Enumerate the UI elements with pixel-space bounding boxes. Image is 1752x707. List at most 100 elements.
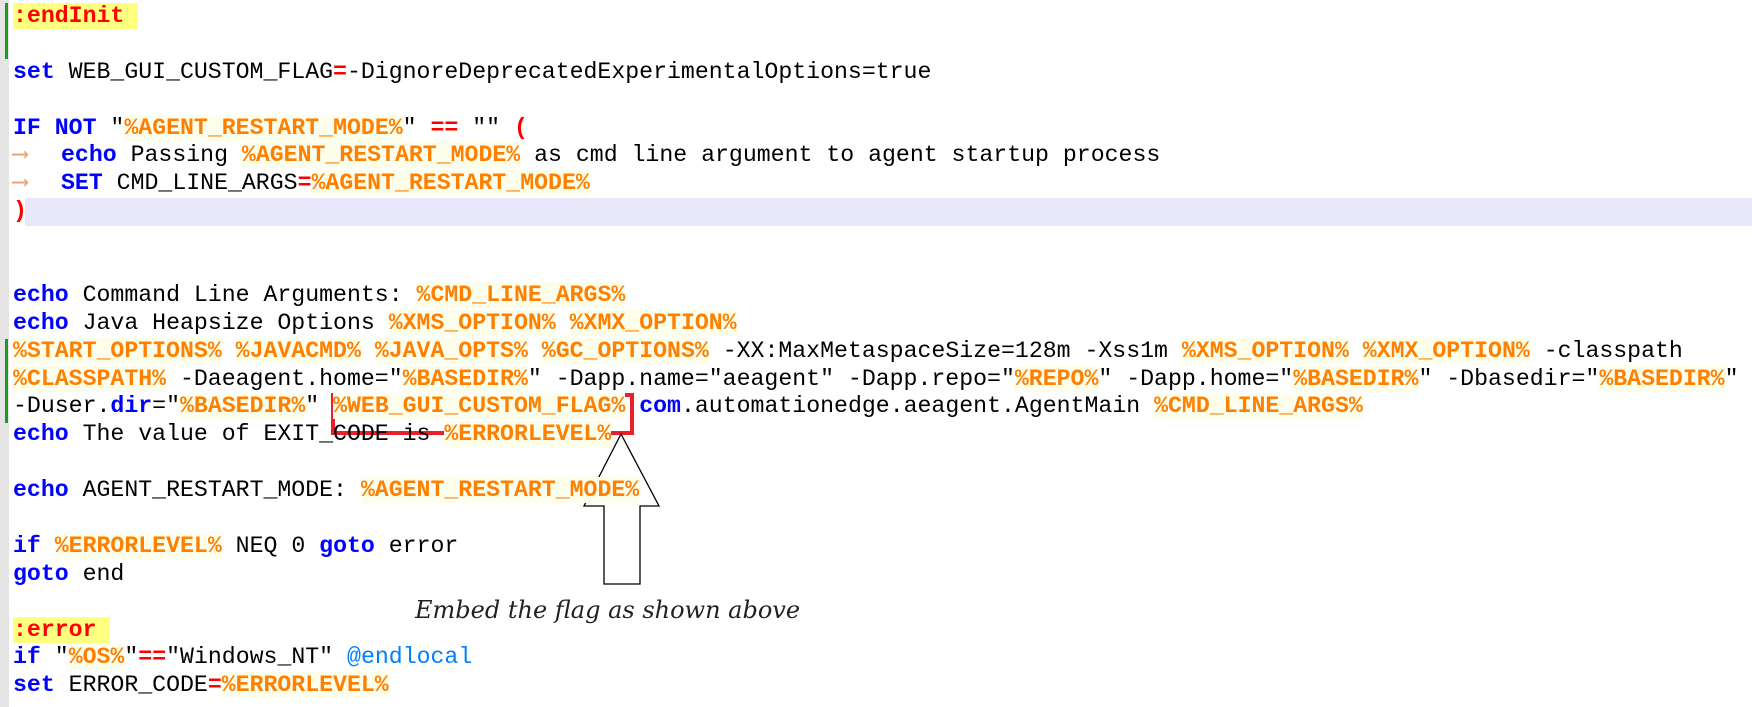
current-line-highlight bbox=[25, 198, 1752, 227]
variable: %CMD_LINE_ARGS% bbox=[416, 281, 626, 308]
keyword: dir bbox=[110, 393, 153, 420]
keyword: IF bbox=[13, 114, 41, 141]
keyword: set bbox=[13, 672, 55, 699]
text: " -Dapp.home=" bbox=[1098, 365, 1294, 392]
text bbox=[556, 310, 570, 336]
text: .automationedge.aeagent.AgentMain bbox=[680, 393, 1155, 420]
keyword: goto bbox=[319, 532, 375, 559]
variable: %BASEDIR% bbox=[1293, 365, 1419, 392]
text: -Duser. bbox=[13, 393, 111, 420]
text: as cmd line argument to agent startup pr… bbox=[520, 142, 1161, 169]
variable: %ERRORLEVEL% bbox=[221, 672, 389, 699]
code-line[interactable]: ⟶SET CMD_LINE_ARGS=%AGENT_RESTART_MODE% bbox=[13, 170, 1752, 198]
code-line[interactable]: echo AGENT_RESTART_MODE: %AGENT_RESTART_… bbox=[13, 477, 1752, 505]
text: -classpath bbox=[1529, 337, 1697, 364]
keyword: echo bbox=[13, 309, 69, 336]
operator: = bbox=[333, 58, 347, 85]
operator: == bbox=[430, 114, 459, 141]
variable: %WEB_GUI_CUSTOM_FLAG% bbox=[333, 393, 626, 420]
text: "Windows_NT" bbox=[166, 644, 348, 671]
keyword: set bbox=[13, 58, 55, 85]
code-line[interactable]: :endInit bbox=[13, 3, 1752, 31]
code-line[interactable]: ) bbox=[13, 198, 1752, 227]
keyword: echo bbox=[13, 477, 69, 504]
code-line[interactable]: echo Java Heapsize Options %XMS_OPTION% … bbox=[13, 309, 1752, 338]
text: " -Dapp.name="aeagent" -Dapp.repo=" bbox=[527, 365, 1015, 392]
variable: %XMS_OPTION% bbox=[388, 309, 556, 336]
text: " bbox=[305, 393, 334, 420]
variable: %BASEDIR% bbox=[1599, 365, 1725, 392]
code-line[interactable]: goto end bbox=[13, 561, 1752, 589]
keyword: echo bbox=[61, 142, 117, 169]
annotation-text: Embed the flag as shown above bbox=[415, 596, 801, 624]
text: -DignoreDeprecatedExperimentalOptions=tr… bbox=[346, 58, 932, 85]
text: " bbox=[96, 114, 125, 141]
variable: %CLASSPATH% bbox=[13, 365, 167, 392]
variable: %AGENT_RESTART_MODE% bbox=[311, 170, 590, 197]
variable: %ERRORLEVEL% bbox=[444, 421, 612, 448]
text: =" bbox=[152, 393, 180, 420]
variable: %AGENT_RESTART_MODE% bbox=[124, 114, 403, 141]
variable: %OS% bbox=[68, 644, 125, 671]
code-line[interactable]: :error bbox=[13, 616, 1752, 645]
editor-gutter bbox=[0, 0, 9, 707]
variable: %GC_OPTIONS% bbox=[541, 337, 709, 364]
variable: %XMX_OPTION% bbox=[569, 309, 737, 336]
text: WEB_GUI_CUSTOM_FLAG bbox=[54, 58, 334, 85]
change-marker bbox=[5, 3, 8, 59]
variable: %JAVA_OPTS% bbox=[374, 337, 528, 364]
operator: = bbox=[297, 170, 312, 197]
text: Passing bbox=[116, 142, 242, 169]
label: :error bbox=[13, 616, 111, 643]
text: "" bbox=[458, 114, 515, 141]
code-line[interactable]: echo Command Line Arguments: %CMD_LINE_A… bbox=[13, 281, 1752, 310]
code-line[interactable]: if "%OS%"=="Windows_NT" @endlocal bbox=[13, 644, 1752, 672]
text: Java Heapsize Options bbox=[68, 309, 389, 336]
code-line[interactable]: if %ERRORLEVEL% NEQ 0 goto error bbox=[13, 532, 1752, 561]
text: " bbox=[402, 114, 431, 141]
code-line[interactable]: IF NOT "%AGENT_RESTART_MODE%" == "" ( bbox=[13, 114, 1752, 143]
text bbox=[361, 338, 375, 364]
code-editor[interactable]: :endInit set WEB_GUI_CUSTOM_FLAG=-Dignor… bbox=[13, 3, 1752, 700]
code-line[interactable]: set WEB_GUI_CUSTOM_FLAG=-DignoreDeprecat… bbox=[13, 59, 1752, 87]
text: -Daeagent.home=" bbox=[166, 365, 403, 392]
variable: %AGENT_RESTART_MODE% bbox=[241, 142, 521, 169]
text: end bbox=[68, 560, 125, 587]
change-marker bbox=[5, 339, 8, 423]
operator: = bbox=[207, 672, 222, 699]
variable: %REPO% bbox=[1014, 365, 1099, 392]
tab-arrow-icon: ⟶ bbox=[13, 142, 27, 169]
keyword: com bbox=[639, 393, 681, 420]
variable: %XMS_OPTION% bbox=[1181, 337, 1349, 364]
variable: %BASEDIR% bbox=[180, 393, 306, 420]
code-line[interactable]: echo The value of EXIT_CODE is %ERRORLEV… bbox=[13, 421, 1752, 449]
code-line[interactable]: ⟶ echo Passing %AGENT_RESTART_MODE% as cm… bbox=[13, 142, 1752, 170]
keyword: if bbox=[13, 644, 41, 671]
code-line[interactable]: %START_OPTIONS% %JAVACMD% %JAVA_OPTS% %G… bbox=[13, 337, 1752, 366]
text: " -Dbasedir=" bbox=[1418, 365, 1600, 392]
keyword: goto bbox=[13, 560, 69, 587]
text bbox=[528, 338, 542, 364]
text: ERROR_CODE bbox=[54, 672, 208, 699]
text: " bbox=[1724, 365, 1739, 392]
variable: %ERRORLEVEL% bbox=[54, 532, 222, 559]
text: " bbox=[40, 644, 69, 671]
text: NEQ 0 bbox=[221, 532, 320, 559]
label: :endInit bbox=[13, 3, 139, 29]
text: CMD_LINE_ARGS bbox=[102, 170, 298, 197]
operator: ) bbox=[13, 198, 27, 225]
keyword: NOT bbox=[54, 114, 97, 141]
text bbox=[41, 533, 55, 559]
text: -XX:MaxMetaspaceSize=128m -Xss1m bbox=[708, 337, 1182, 364]
operator: == bbox=[138, 644, 167, 671]
variable: %START_OPTIONS% bbox=[13, 337, 222, 364]
code-line[interactable]: -Duser.dir="%BASEDIR%" %WEB_GUI_CUSTOM_F… bbox=[13, 393, 1752, 421]
code-line[interactable]: %CLASSPATH% -Daeagent.home="%BASEDIR%" -… bbox=[13, 365, 1752, 394]
keyword: echo bbox=[13, 421, 69, 448]
variable: %XMX_OPTION% bbox=[1362, 337, 1530, 364]
code-line[interactable]: set ERROR_CODE=%ERRORLEVEL% bbox=[13, 672, 1752, 700]
variable: %CMD_LINE_ARGS% bbox=[1154, 393, 1363, 420]
text: AGENT_RESTART_MODE: bbox=[68, 477, 361, 504]
text: " bbox=[124, 644, 139, 671]
text bbox=[41, 115, 55, 141]
